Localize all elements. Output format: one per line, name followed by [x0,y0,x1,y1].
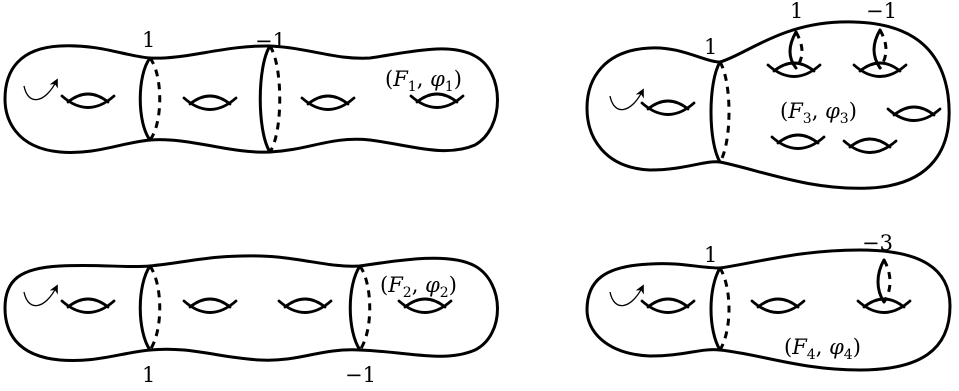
curve-label: −1 [255,29,286,53]
curve-back [268,45,282,153]
handle-icon [182,94,238,111]
curve-front [709,60,722,164]
surface-outline [585,20,951,190]
curve-label: 1 [704,243,717,267]
curve-back [878,29,888,69]
surface-outline [585,248,952,372]
handle-icon [409,92,465,109]
surface-label: (F2, φ2) [380,273,457,301]
surface-outline [3,44,499,154]
handle-icon [60,297,116,314]
curve-front [138,264,152,352]
curve-back [882,259,892,303]
curve-back [148,57,162,141]
handle-icon [852,61,908,78]
handle-icon [397,297,453,314]
surface-outline [3,254,499,363]
curve-front [258,44,272,154]
handle-icon [277,297,333,314]
handle-icon [640,99,696,116]
handle-icon [640,297,696,314]
handle-icon [750,297,806,314]
curve-front [138,56,152,142]
monodromy-arrow-icon [23,284,58,307]
handle-icon [182,297,238,314]
curve-label: −1 [866,0,897,23]
curve-label: 1 [142,363,155,387]
curve-label: −3 [862,231,893,255]
curve-front [348,264,362,352]
curve-back [358,265,372,351]
curve-back [794,31,804,69]
panel-f4: 1 −3 (F4, φ4) [585,231,952,372]
monodromy-arrow-icon [609,88,644,111]
panel-f3: 1 1 −1 (F3, φ3) [585,0,951,190]
curve-front [872,28,882,70]
handle-icon [886,105,942,122]
monodromy-arrow-icon [23,78,58,101]
panel-f2: 1 −1 (F2, φ2) [3,254,499,387]
curve-label: 1 [142,28,155,52]
surface-label: (F1, φ1) [385,67,462,95]
curve-label: −1 [345,363,376,387]
curve-front [788,30,798,70]
surface-label: (F4, φ4) [784,335,861,363]
curve-front [709,266,722,352]
panel-f1: 1 −1 (F1, φ1) [3,28,499,154]
curve-label: 1 [704,35,717,59]
handle-icon [842,137,898,154]
curve-back [718,61,731,163]
curve-label: 1 [790,0,803,23]
curve-back [148,265,162,351]
handle-icon [300,94,356,111]
handle-icon [60,92,116,109]
curve-front [876,258,886,304]
monodromy-arrow-icon [609,284,644,307]
handle-icon [770,133,826,150]
surface-label: (F3, φ3) [780,99,857,127]
curve-back [718,267,731,351]
